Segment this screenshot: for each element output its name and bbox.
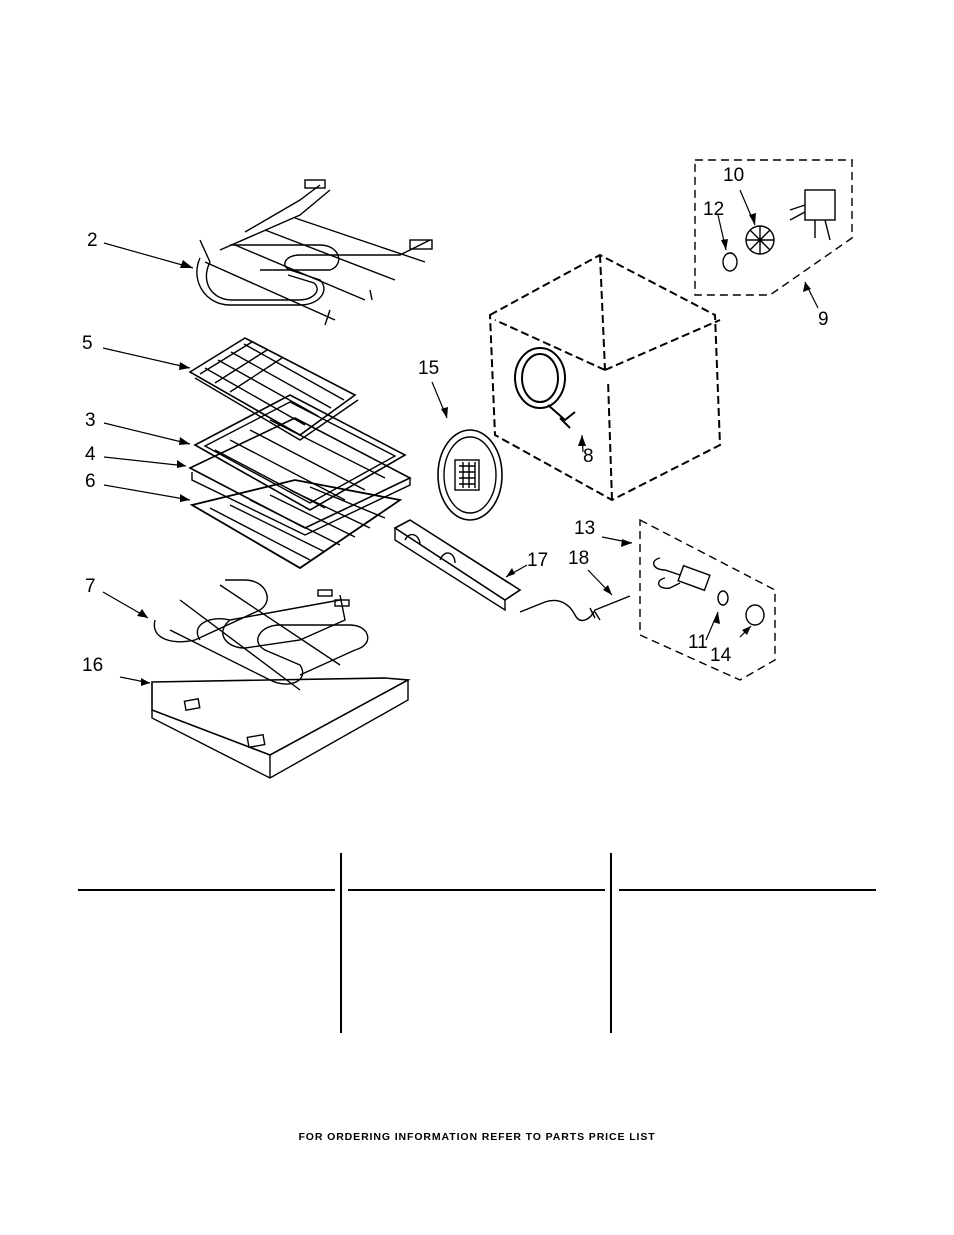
- callout-14: 14: [710, 645, 732, 666]
- callout-11: 11: [688, 632, 708, 653]
- table-divider-2: [610, 853, 612, 1033]
- oven-rack-part-6: [189, 479, 403, 570]
- fan-cover-part-15: [437, 429, 503, 521]
- callout-3: 3: [85, 410, 96, 431]
- callout-4: 4: [85, 444, 96, 465]
- callout-16: 16: [82, 655, 104, 676]
- oven-cavity: [488, 253, 722, 502]
- sensor-assembly-box: [639, 518, 776, 681]
- parts-exploded-diagram: [102, 159, 853, 779]
- table-divider-1: [340, 853, 342, 1033]
- sensor-part-18: [519, 595, 631, 622]
- table-header-rule-middle: [348, 889, 605, 891]
- callout-15: 15: [418, 358, 440, 379]
- callout-5: 5: [82, 333, 93, 354]
- bake-element-part-7: [153, 579, 369, 691]
- fan-motor-assembly-box: [694, 159, 853, 296]
- callout-18: 18: [568, 548, 590, 569]
- broil-element-part-2: [196, 179, 433, 326]
- callout-8: 8: [583, 446, 594, 467]
- bracket-part-17: [393, 519, 522, 612]
- table-header-rule-left: [78, 889, 335, 891]
- callout-10: 10: [723, 165, 745, 186]
- callout-9: 9: [818, 309, 829, 330]
- broiler-grid-part-5: [188, 337, 359, 441]
- broil-pan-part-3: [193, 394, 407, 511]
- callout-13: 13: [574, 518, 596, 539]
- ordering-info-footer: FOR ORDERING INFORMATION REFER TO PARTS …: [298, 1131, 656, 1143]
- callout-12: 12: [703, 199, 725, 220]
- callout-17: 17: [527, 550, 549, 571]
- table-header-rule-right: [619, 889, 876, 891]
- callout-2: 2: [87, 230, 98, 251]
- leader-arrowheads: [137, 213, 811, 686]
- bottom-panel-part-16: [151, 677, 411, 779]
- convection-element-part-8: [514, 347, 576, 429]
- callout-7: 7: [85, 576, 96, 597]
- callout-6: 6: [85, 471, 96, 492]
